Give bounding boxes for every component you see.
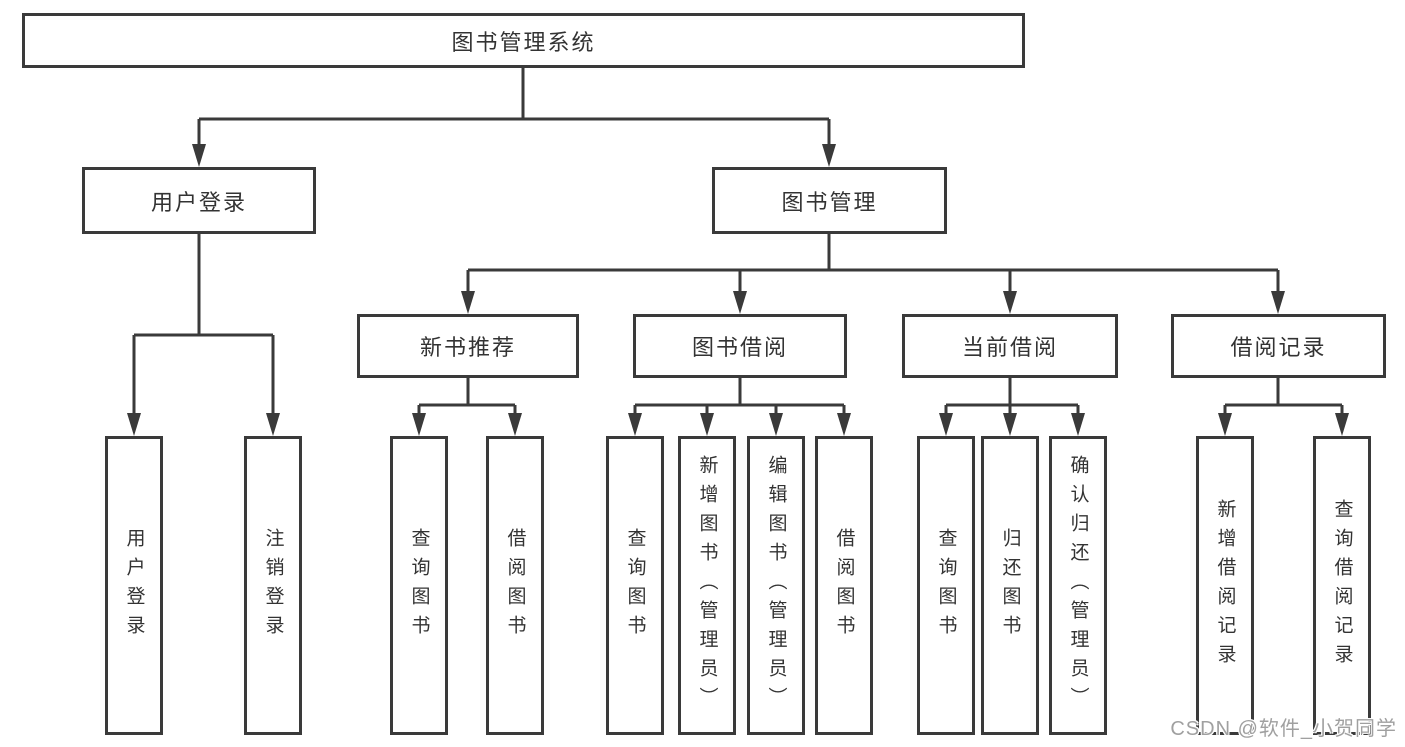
leaf-query-borrow-record: 查询借阅记录 — [1313, 436, 1371, 735]
leaf-logout-label: 注销登录 — [262, 527, 284, 644]
leaf-add-book-admin: 新增图书（管理员） — [678, 436, 736, 735]
leaf-add-book-admin-label: 新增图书（管理员） — [696, 455, 718, 716]
leaf-return-book-label: 归还图书 — [999, 527, 1021, 644]
leaf-add-borrow-record-label: 新增借阅记录 — [1214, 498, 1236, 673]
connector-borrow-records-to-children — [1223, 378, 1344, 415]
leaf-query-book-recommend-label: 查询图书 — [408, 527, 430, 644]
csdn-watermark: CSDN @软件_小贺同学 — [1170, 718, 1397, 740]
arrowheads — [127, 144, 1349, 436]
node-user-login: 用户登录 — [82, 167, 316, 234]
node-borrow-records: 借阅记录 — [1171, 314, 1386, 378]
leaf-query-book-recommend: 查询图书 — [390, 436, 448, 735]
leaf-borrow-book-recommend: 借阅图书 — [486, 436, 544, 735]
node-current-borrowing-label: 当前借阅 — [961, 335, 1058, 360]
node-current-borrowing: 当前借阅 — [902, 314, 1118, 378]
leaf-query-book-borrowing-label: 查询图书 — [624, 527, 646, 644]
node-user-login-label: 用户登录 — [150, 189, 247, 215]
node-root-label: 图书管理系统 — [451, 29, 596, 55]
node-book-management-label: 图书管理 — [781, 189, 878, 215]
leaf-borrow-book-recommend-label: 借阅图书 — [504, 527, 526, 644]
leaf-query-book-current-label: 查询图书 — [935, 527, 957, 644]
node-borrow-records-label: 借阅记录 — [1230, 335, 1327, 360]
node-root: 图书管理系统 — [22, 13, 1025, 68]
connector-user-login-to-children — [132, 234, 275, 415]
node-book-borrowing: 图书借阅 — [633, 314, 847, 378]
connector-book-mgmt-to-level3 — [466, 234, 1280, 293]
leaf-logout: 注销登录 — [244, 436, 302, 735]
connector-new-book-rec-to-children — [417, 378, 517, 415]
node-book-management: 图书管理 — [712, 167, 947, 234]
leaf-edit-book-admin-label: 编辑图书（管理员） — [765, 455, 787, 716]
leaf-add-borrow-record: 新增借阅记录 — [1196, 436, 1254, 735]
leaf-return-book: 归还图书 — [981, 436, 1039, 735]
leaf-user-login-label: 用户登录 — [123, 527, 145, 644]
node-new-book-recommend-label: 新书推荐 — [419, 335, 516, 360]
leaf-borrow-book-borrowing: 借阅图书 — [815, 436, 873, 735]
node-new-book-recommend: 新书推荐 — [357, 314, 579, 378]
leaf-confirm-return-admin-label: 确认归还（管理员） — [1067, 455, 1089, 716]
node-book-borrowing-label: 图书借阅 — [691, 335, 788, 360]
leaf-user-login: 用户登录 — [105, 436, 163, 735]
leaf-borrow-book-borrowing-label: 借阅图书 — [833, 527, 855, 644]
leaf-query-book-current: 查询图书 — [917, 436, 975, 735]
connector-current-borrow-to-children — [944, 378, 1080, 415]
leaf-edit-book-admin: 编辑图书（管理员） — [747, 436, 805, 735]
leaf-query-borrow-record-label: 查询借阅记录 — [1331, 498, 1353, 673]
connector-book-borrow-to-children — [633, 378, 846, 415]
leaf-confirm-return-admin: 确认归还（管理员） — [1049, 436, 1107, 735]
connector-root-to-level2 — [197, 68, 831, 146]
leaf-query-book-borrowing: 查询图书 — [606, 436, 664, 735]
